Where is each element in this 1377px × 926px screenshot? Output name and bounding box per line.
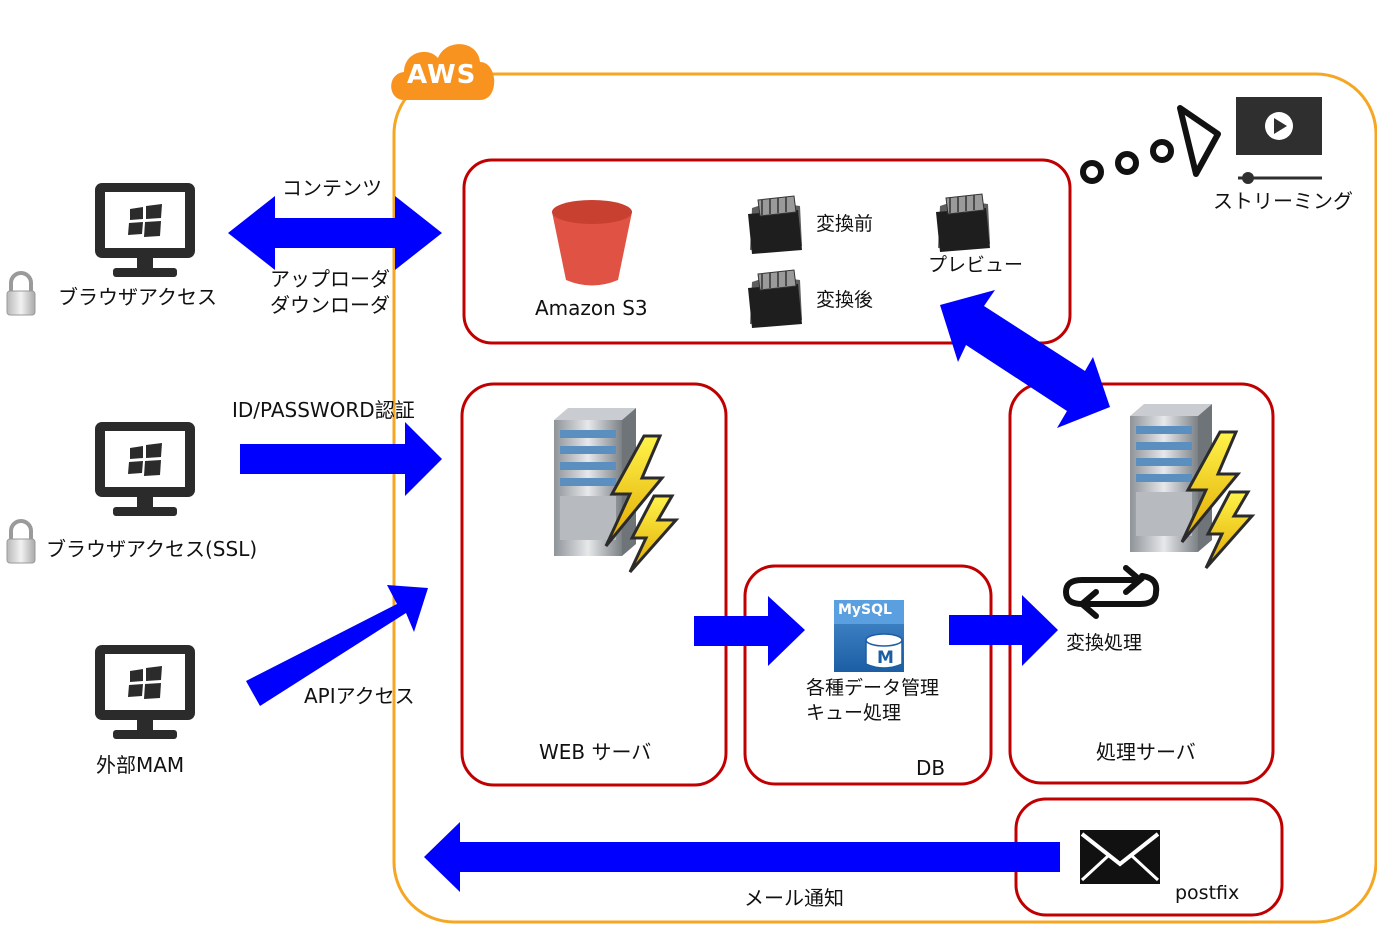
monitor-icon-browser xyxy=(95,183,195,277)
mail-notification-label: メール通知 xyxy=(744,886,844,910)
convert-process-label: 変換処理 xyxy=(1066,632,1143,654)
auth-arrow xyxy=(240,422,442,496)
mysql-icon xyxy=(834,600,904,672)
db-to-processing-arrow xyxy=(949,595,1058,666)
mail-notification-arrow xyxy=(424,822,1060,892)
lock-icon xyxy=(5,519,37,565)
aws-cloud-boundary xyxy=(392,72,1377,924)
aws-cloud-icon xyxy=(391,44,495,100)
db-label: DB xyxy=(916,756,946,780)
s3-processing-double-arrow xyxy=(940,290,1110,428)
before-conversion-label: 変換前 xyxy=(816,213,874,235)
web-server-box xyxy=(460,382,728,787)
after-conversion-label: 変換後 xyxy=(816,289,874,311)
s3-box xyxy=(462,158,1072,345)
api-arrow xyxy=(246,585,428,706)
client-label-browser-ssl: ブラウザアクセス(SSL) xyxy=(46,537,258,561)
downloader-label: ダウンローダ xyxy=(270,293,390,317)
monitor-icon-external-mam xyxy=(95,645,195,739)
postfix-label: postfix xyxy=(1175,882,1240,904)
db-description-line1: 各種データ管理 xyxy=(806,677,940,699)
s3-label: Amazon S3 xyxy=(535,296,648,320)
monitor-icon-browser-ssl xyxy=(95,422,195,516)
s3-bucket-icon xyxy=(552,200,632,286)
processing-server-box xyxy=(1008,382,1275,785)
mysql-logo-text: MySQL xyxy=(838,602,892,618)
video-folder-icon-before xyxy=(747,195,803,255)
preview-label: プレビュー xyxy=(928,254,1024,276)
contents-label: コンテンツ xyxy=(282,176,382,200)
processing-server-label: 処理サーバ xyxy=(1096,740,1196,764)
client-label-external-mam: 外部MAM xyxy=(96,753,185,777)
convert-cycle-icon xyxy=(1062,565,1160,619)
db-box xyxy=(743,564,993,786)
db-description-line2: キュー処理 xyxy=(806,702,902,724)
contents-double-arrow xyxy=(228,196,442,270)
web-to-db-arrow xyxy=(694,596,805,666)
auth-label: ID/PASSWORD認証 xyxy=(232,398,415,422)
processing-server-icon xyxy=(1128,402,1254,570)
web-server-icon xyxy=(552,406,678,574)
web-server-label: WEB サーバ xyxy=(539,740,652,764)
aws-badge-label: AWS xyxy=(407,60,477,90)
uploader-label: アップローダ xyxy=(270,267,390,291)
video-folder-icon-after xyxy=(747,269,803,329)
client-label-browser: ブラウザアクセス xyxy=(58,285,217,309)
mysql-logo-letter: M xyxy=(877,648,894,668)
api-access-label: APIアクセス xyxy=(304,684,415,708)
streaming-label: ストリーミング xyxy=(1213,189,1353,213)
mail-envelope-icon xyxy=(1080,830,1160,884)
lock-icon xyxy=(5,271,37,317)
video-folder-icon-preview xyxy=(935,193,991,253)
streaming-icon xyxy=(1080,97,1322,184)
